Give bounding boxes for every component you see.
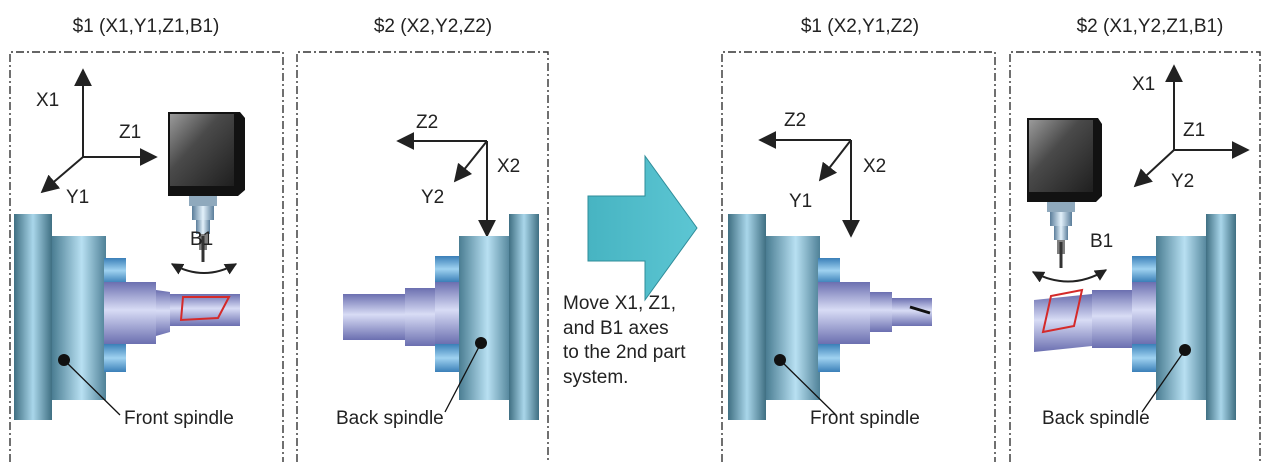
- back-spindle: [343, 214, 539, 420]
- x1-axis-label-p4: X1: [1132, 74, 1155, 95]
- panel-2-scene: Z2 X2 Y2 Back spindle: [336, 112, 539, 429]
- front-spindle-p3: [728, 214, 932, 420]
- b1-axis-label-p4: B1: [1090, 231, 1113, 252]
- b1-rotation-arrow-p4: [1033, 270, 1106, 282]
- front-spindle-label: Front spindle: [124, 408, 234, 429]
- panel-2-title: $2 (X2,Y2,Z2): [374, 16, 492, 37]
- panel-4-title: $2 (X1,Y2,Z1,B1): [1077, 16, 1224, 37]
- z2-axis-label-p3: Z2: [784, 110, 806, 131]
- panel-3-scene: Z2 X2 Y1 Front spindle: [728, 110, 932, 429]
- front-spindle-label-p3: Front spindle: [810, 408, 920, 429]
- z2-axis-label: Z2: [416, 112, 438, 133]
- back-spindle-label: Back spindle: [336, 408, 444, 429]
- y2-axis-label-p4: Y2: [1171, 171, 1194, 192]
- back-spindle-label-p4: Back spindle: [1042, 408, 1150, 429]
- z1-axis-label: Z1: [119, 122, 141, 143]
- y2-axis-arrow: [455, 141, 487, 181]
- caption-line-4: system.: [563, 366, 713, 391]
- x2-axis-label: X2: [497, 156, 520, 177]
- transition-arrow: [588, 156, 697, 300]
- y2-axis-label: Y2: [421, 187, 444, 208]
- b1-rotation-arrow: [172, 264, 236, 273]
- y1-axis-arrow-p3: [820, 140, 851, 180]
- y1-axis-label: Y1: [66, 187, 89, 208]
- x1-axis-label: X1: [36, 90, 59, 111]
- y1-axis-label-p3: Y1: [789, 191, 812, 212]
- y2-axis-arrow-p4: [1135, 150, 1174, 186]
- panel-1-scene: X1 Z1 Y1 B1 Front spindle: [14, 70, 245, 429]
- x2-axis-label-p3: X2: [863, 156, 886, 177]
- b1-axis-label: B1: [190, 229, 213, 250]
- caption-line-3: to the 2nd part: [563, 341, 713, 366]
- panel-1-title: $1 (X1,Y1,Z1,B1): [73, 16, 220, 37]
- panel-4-scene: X1 Z1 Y2 B1 Back spindle: [1027, 66, 1248, 429]
- caption-line-1: Move X1, Z1,: [563, 292, 713, 317]
- transfer-caption: Move X1, Z1, and B1 axes to the 2nd part…: [563, 292, 713, 390]
- z1-axis-label-p4: Z1: [1183, 120, 1205, 141]
- panel-3-title: $1 (X2,Y1,Z2): [801, 16, 919, 37]
- caption-line-2: and B1 axes: [563, 317, 713, 342]
